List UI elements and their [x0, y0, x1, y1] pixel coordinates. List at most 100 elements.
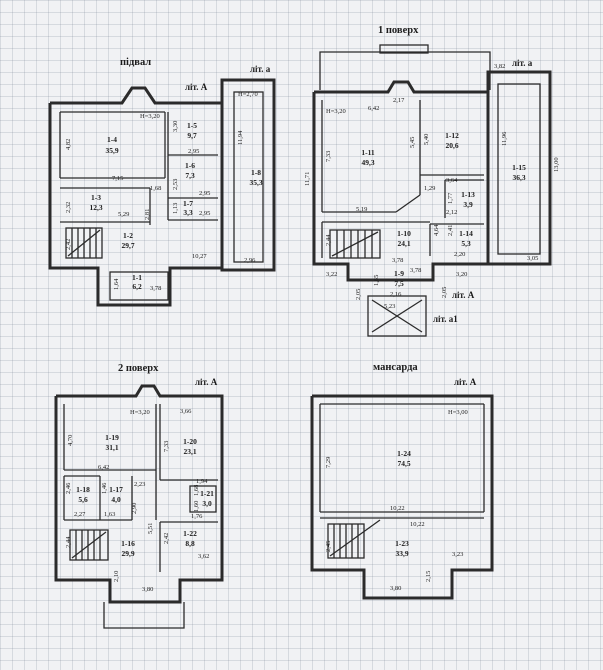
room-area: 8,8	[185, 539, 195, 548]
room-id: 1-1	[132, 273, 142, 282]
room-id: 1-21	[200, 489, 214, 498]
dimension-label: 2,20	[454, 251, 465, 258]
dimension-label: 2,05	[355, 289, 362, 300]
floor1-lit-a: літ. А	[452, 290, 475, 300]
dimension-label: 1,13	[172, 203, 179, 214]
room-area: 36,3	[512, 173, 525, 182]
dimension-label: 1,77	[447, 192, 454, 204]
room-area: 9,7	[187, 131, 197, 140]
room-area: 31,1	[105, 443, 118, 452]
dimension-label: 2,17	[393, 97, 405, 104]
dimension-label: 10,27	[192, 253, 207, 260]
dimension-label: 4,82	[65, 139, 72, 150]
basement-lit-a2: літ. а	[250, 64, 271, 74]
dimension-label: 5,45	[409, 137, 416, 148]
room-area: 3,3	[183, 208, 193, 217]
room-id: 1-17	[109, 485, 123, 494]
dimension-label: 11,96	[501, 131, 508, 146]
room-id: 1-4	[107, 135, 117, 144]
room-area: 4,0	[111, 495, 121, 504]
room-id: 1-10	[397, 229, 411, 238]
dimension-label: 2,42	[65, 239, 72, 250]
room-area: 49,3	[361, 158, 374, 167]
dimension-label: 2,81	[144, 209, 151, 220]
dimension-label: 2,95	[188, 148, 199, 155]
dimension-label: 4,70	[67, 435, 74, 446]
attic-lit-a: літ. А	[454, 377, 477, 387]
room-area: 23,1	[183, 447, 196, 456]
room-area: 29,7	[121, 241, 134, 250]
room-id: 1-15	[512, 163, 526, 172]
dimension-label: 3,23	[452, 551, 463, 558]
room-id: 1-23	[395, 539, 409, 548]
dimension-label: 1,68	[193, 485, 200, 496]
room-area: 3,9	[463, 200, 473, 209]
dimension-label: 2,23	[134, 481, 145, 488]
basement-extension-wall	[220, 78, 276, 272]
dimension-label: 7,29	[325, 457, 332, 468]
dimension-label: 3,62	[198, 553, 209, 560]
room-id: 1-11	[361, 148, 375, 157]
dimension-label: 2,42	[163, 533, 170, 544]
dimension-label: 5,51	[147, 523, 154, 534]
room-id: 1-7	[183, 199, 193, 208]
room-area: 3,0	[202, 499, 212, 508]
basement-height: Н=3,20	[140, 113, 160, 120]
dimension-label: 2,90	[131, 503, 138, 514]
basement-title: підвал	[120, 57, 151, 68]
dimension-label: 2,44	[325, 234, 332, 246]
dimension-label: 3,78	[150, 285, 161, 292]
dimension-label: 2,96	[244, 257, 256, 264]
basement-ext-height: Н=2,70	[238, 91, 258, 98]
room-id: 1-3	[91, 193, 101, 202]
room-area: 74,5	[397, 459, 410, 468]
floor1-lit-a2: літ. а	[512, 58, 533, 68]
dimension-label: 5,19	[356, 206, 367, 213]
dimension-label: 3,66	[180, 408, 192, 415]
dimension-label: 2,05	[441, 287, 448, 298]
floor2-plan: 2 поверх літ. А Н=3,20 1-19 31,1 1-20 23…	[54, 363, 224, 629]
dimension-label: 2,27	[74, 511, 86, 518]
room-id: 1-22	[183, 529, 197, 538]
dimension-label: 2,16	[390, 291, 402, 298]
room-area: 12,3	[89, 203, 102, 212]
floor1-plan: 1 поверх літ. а літ. А літ. а1 Н=3,20 1-…	[304, 25, 560, 337]
room-area: 35,3	[249, 178, 262, 187]
room-id: 1-13	[461, 190, 475, 199]
floor1-porch	[367, 295, 427, 337]
dimension-label: 3,82	[494, 63, 505, 70]
room-area: 33,9	[395, 549, 408, 558]
floor2-lit-a: літ. А	[195, 377, 218, 387]
dimension-label: 3,64	[446, 177, 458, 184]
floor1-height: Н=3,20	[326, 108, 346, 115]
attic-stairs	[327, 519, 381, 559]
dimension-label: 6,42	[368, 105, 379, 112]
room-area: 29,9	[121, 549, 134, 558]
room-area: 5,3	[461, 239, 471, 248]
attic-title: мансарда	[373, 362, 418, 373]
basement-plan: підвал літ. А літ. а Н=3,20 Н=2,70 1-4 3…	[48, 57, 276, 307]
dimension-label: 11,71	[304, 172, 311, 186]
dimension-label: 3,20	[456, 271, 467, 278]
dimension-label: 5,23	[384, 303, 395, 310]
floor1-extension-wall	[486, 70, 552, 266]
dimension-label: 3,22	[326, 271, 337, 278]
room-id: 1-24	[397, 449, 411, 458]
basement-stairs	[65, 227, 103, 259]
dimension-label: 2,10	[113, 571, 120, 582]
dimension-label: 6,42	[98, 464, 109, 471]
dimension-label: 2,95	[199, 210, 210, 217]
dimension-label: 3,05	[527, 255, 538, 262]
room-area: 5,6	[78, 495, 88, 504]
attic-outer-wall	[310, 394, 494, 600]
room-id: 1-16	[121, 539, 135, 548]
room-area: 24,1	[397, 239, 410, 248]
dimension-label: 1,64	[113, 278, 120, 290]
floor1-stairs	[329, 229, 381, 259]
room-id: 1-5	[187, 121, 197, 130]
dimension-label: 1,60	[193, 501, 200, 512]
room-area: 20,6	[445, 141, 458, 150]
dimension-label: 3,78	[410, 267, 421, 274]
dimension-label: 3,30	[172, 121, 179, 132]
dimension-label: 1,65	[373, 275, 380, 286]
